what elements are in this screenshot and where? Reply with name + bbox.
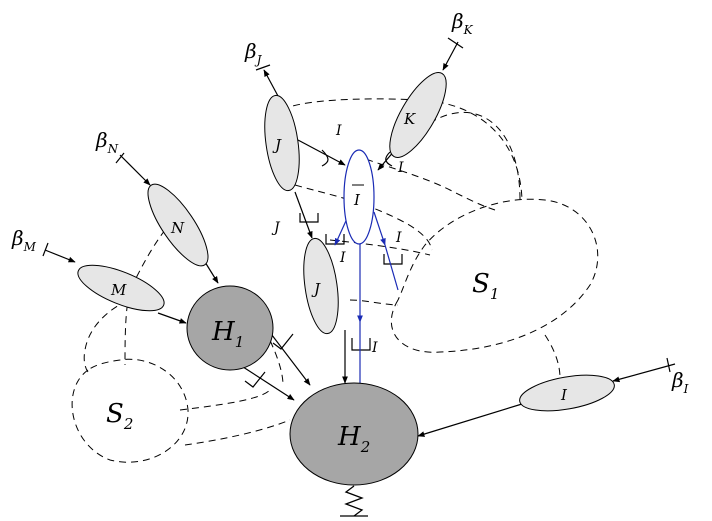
cut-marks bbox=[42, 37, 671, 388]
label-cut-I-1: I bbox=[335, 123, 342, 139]
cut-Jlow-b bbox=[325, 234, 345, 245]
node-I bbox=[519, 374, 615, 412]
blue-Ibar-right bbox=[373, 211, 386, 246]
label-cut-I-3: I bbox=[339, 250, 346, 266]
edge-J-Jlow bbox=[294, 191, 313, 239]
dashed-regions bbox=[71, 98, 599, 463]
cut-H2-top bbox=[351, 338, 371, 351]
region-link-8 bbox=[179, 389, 271, 411]
spring bbox=[344, 485, 364, 517]
blue-right-down bbox=[384, 244, 399, 291]
label-cut-I-2: I bbox=[397, 160, 404, 176]
label-J-top: J bbox=[272, 136, 282, 154]
label-beta-K: βK bbox=[451, 9, 474, 37]
edge-betaK-K bbox=[442, 41, 459, 71]
edge-H1-H2-b bbox=[239, 364, 295, 401]
label-J-low: J bbox=[311, 280, 321, 298]
label-I-node: I bbox=[560, 386, 568, 404]
region-link-4 bbox=[349, 299, 399, 306]
cut-H1-b bbox=[244, 371, 266, 388]
region-link-2 bbox=[294, 184, 433, 251]
tick-betaM bbox=[42, 242, 49, 257]
edge-N-H1 bbox=[204, 261, 219, 284]
label-beta-N: βN bbox=[95, 128, 119, 156]
edge-J-Ibar bbox=[297, 139, 346, 166]
cut-Ibar-right bbox=[383, 254, 403, 265]
label-beta-M: βM bbox=[11, 226, 37, 254]
nodes bbox=[77, 72, 615, 486]
node-H2 bbox=[289, 382, 419, 486]
node-H1 bbox=[186, 285, 274, 371]
tick-betaK bbox=[447, 37, 464, 49]
node-J-low bbox=[303, 237, 339, 335]
edge-betaI-I bbox=[612, 363, 676, 383]
tick-betaN bbox=[115, 152, 125, 164]
tick-betaI bbox=[666, 357, 671, 373]
label-I-bar: I bbox=[353, 191, 361, 209]
node-Ibar bbox=[343, 149, 375, 245]
label-K: K bbox=[403, 110, 416, 128]
label-beta-J: βJ bbox=[244, 39, 263, 67]
cut-H1-a bbox=[272, 333, 294, 350]
node-J-top bbox=[264, 94, 300, 192]
node-N bbox=[147, 183, 209, 267]
region-link-1 bbox=[354, 154, 496, 211]
label-S1: S1 bbox=[472, 269, 499, 303]
edge-betaN-N bbox=[119, 154, 151, 186]
region-link-5 bbox=[544, 334, 561, 379]
label-cut-I-4: I bbox=[395, 230, 402, 246]
label-cut-J: J bbox=[271, 220, 281, 236]
cut-K-Ibar bbox=[385, 151, 393, 167]
edge-M-H1 bbox=[157, 312, 187, 324]
cut-J-Ibar bbox=[321, 149, 329, 167]
region-s1 bbox=[390, 198, 599, 353]
region-link-3 bbox=[329, 239, 431, 256]
node-M bbox=[77, 264, 165, 312]
region-link-9 bbox=[184, 419, 291, 446]
edge-J-betaJ bbox=[263, 69, 279, 97]
node-K bbox=[389, 72, 447, 158]
label-N: N bbox=[170, 219, 185, 237]
region-link-6 bbox=[124, 229, 166, 366]
labels: βK βJ βN βM βI K J I J N M I H1 H2 S1 S2… bbox=[11, 9, 689, 456]
edges bbox=[44, 41, 676, 517]
edge-I-H2 bbox=[417, 403, 523, 437]
label-cut-I-5: I bbox=[371, 340, 378, 356]
region-s2 bbox=[71, 358, 189, 463]
edge-betaM-M bbox=[44, 249, 76, 263]
label-H2: H2 bbox=[337, 422, 370, 456]
label-S2: S2 bbox=[106, 399, 133, 433]
label-M: M bbox=[110, 281, 127, 299]
label-beta-I: βI bbox=[671, 368, 689, 396]
region-outer-arc bbox=[419, 112, 521, 201]
tick-betaJ bbox=[255, 64, 271, 71]
label-H1: H1 bbox=[211, 317, 244, 351]
cut-Jlow-a bbox=[299, 213, 319, 223]
